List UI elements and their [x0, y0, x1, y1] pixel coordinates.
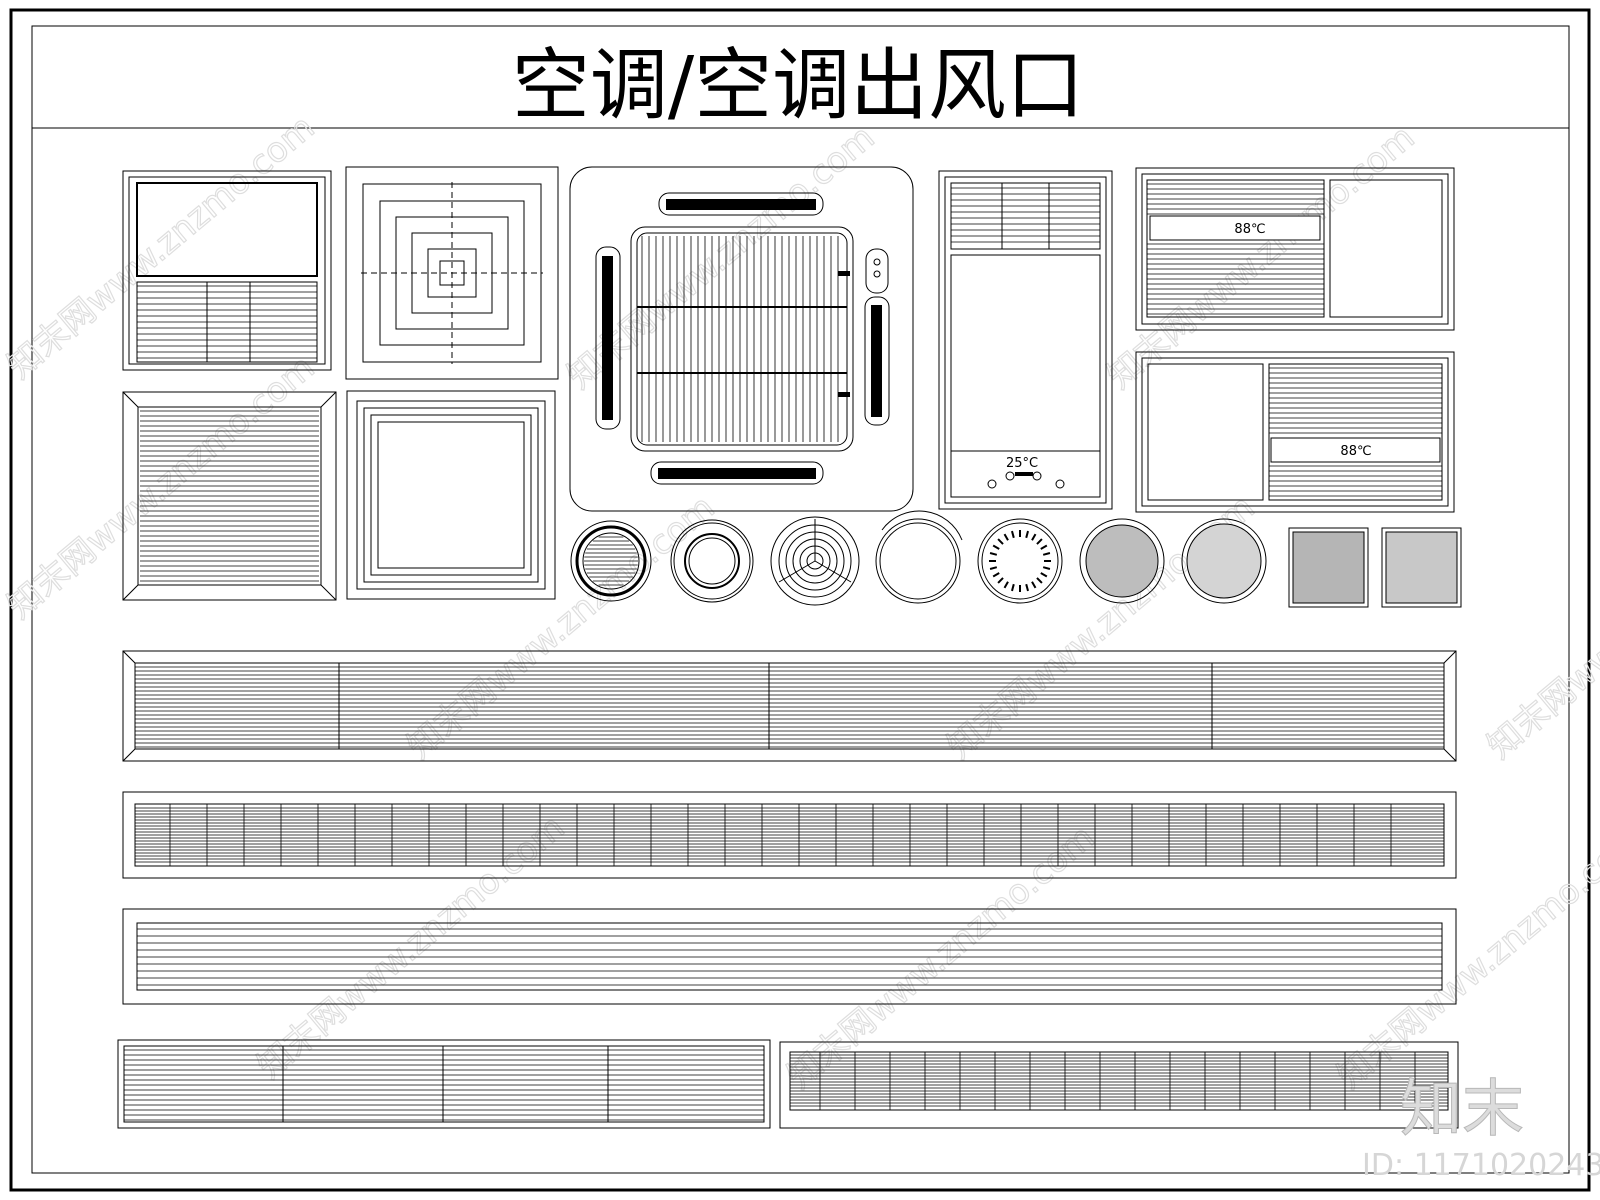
square-diffuser [345, 166, 559, 380]
temperature-readout: 25°C [1006, 456, 1038, 471]
round-diffuser-concentric [770, 516, 860, 606]
watermark-text: 知末网www.znzmo.com [250, 807, 572, 1086]
round-diffuser-louvered [570, 520, 652, 602]
round-diffuser-plain [875, 510, 963, 604]
slot-mark [1011, 583, 1015, 592]
square-diffuser-perforated-a [1288, 527, 1369, 608]
outer-frame [9, 8, 1591, 1192]
vent-panel-grille [122, 170, 332, 371]
watermark-text: 知末网www.znzmo.com [1480, 487, 1600, 766]
slot-mark [1036, 538, 1043, 545]
slot-mark [997, 577, 1004, 584]
horizontal-ac-panel-top: 88℃ [1135, 167, 1455, 331]
linear-vent-3 [122, 908, 1457, 1005]
slot-mark [997, 538, 1004, 545]
round-diffuser-slotted [977, 518, 1063, 604]
brand-logo: 知末 [1400, 1072, 1524, 1145]
watermark-text: 知末网www.znzmo.com [1100, 117, 1422, 396]
linear-vent-5 [779, 1041, 1459, 1129]
louver-square-vent [122, 391, 337, 601]
inner-frame [31, 25, 1570, 1174]
slot-mark [1003, 581, 1009, 589]
watermark-text: 知末网www.znzmo.com [0, 107, 322, 386]
slot-mark [1025, 583, 1029, 592]
drawing-title: 空调/空调出风口 [512, 41, 1084, 131]
framed-square-vent [346, 390, 556, 600]
slot-mark [1042, 566, 1051, 570]
slot-mark [989, 552, 998, 556]
slot-mark [1042, 552, 1051, 556]
linear-vent-2 [122, 791, 1457, 879]
display-readout: 88℃ [1234, 222, 1265, 237]
slot-mark [1031, 533, 1037, 541]
slot-mark [1011, 530, 1015, 539]
slot-mark [989, 566, 998, 570]
linear-vent-4 [117, 1039, 771, 1129]
square-diffuser-perforated-b [1381, 527, 1462, 608]
vertical-ac-panel: 25°C [938, 170, 1113, 510]
watermark-text: 知末网www.znzmo.com [400, 487, 722, 766]
round-diffuser-perforated-b [1181, 518, 1267, 604]
slot-mark [1031, 581, 1037, 589]
cassette-ac-unit [569, 166, 914, 512]
slot-mark [992, 544, 1000, 550]
image-id: ID: 1171020243 [1362, 1148, 1600, 1183]
slot-mark [1025, 530, 1029, 539]
round-diffuser-ring [670, 519, 754, 603]
display-readout: 88℃ [1340, 444, 1371, 459]
horizontal-ac-panel-bottom: 88℃ [1135, 351, 1455, 513]
slot-mark [1040, 544, 1048, 550]
slot-mark [992, 572, 1000, 578]
slot-mark [1003, 533, 1009, 541]
slot-mark [1040, 572, 1048, 578]
linear-vent-1 [122, 650, 1457, 762]
slot-mark [1036, 577, 1043, 584]
round-diffuser-perforated-a [1079, 518, 1165, 604]
